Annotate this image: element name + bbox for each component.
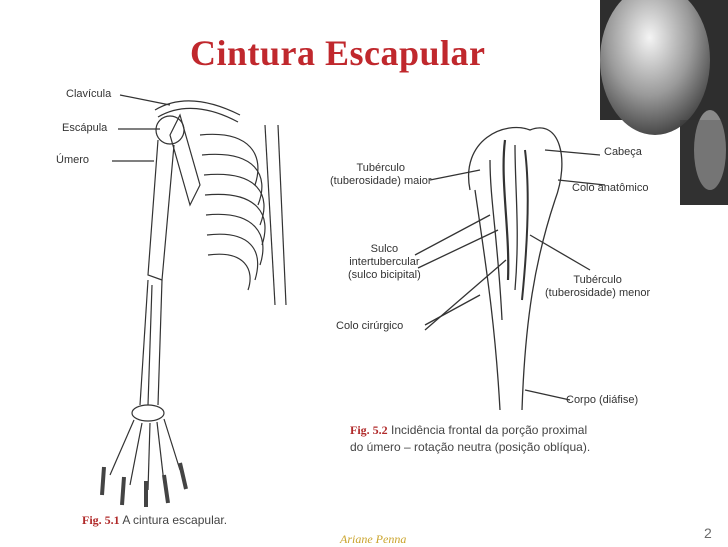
label-umero: Úmero bbox=[56, 154, 90, 166]
figure-5-2-caption: Fig. 5.2 Incidência frontal da porção pr… bbox=[350, 422, 590, 456]
label-tuberculo-maior: Tubérculo (tuberosidade) maior bbox=[330, 162, 432, 188]
figure-5-1-caption-text: A cintura escapular. bbox=[122, 513, 228, 527]
figure-5-2-caption-line2: do úmero – rotação neutra (posição oblíq… bbox=[350, 440, 591, 454]
label-sulco-line1: Sulco bbox=[370, 243, 399, 255]
label-escapula: Escápula bbox=[62, 122, 108, 134]
figure-5-2-humerus-drawing bbox=[414, 126, 606, 411]
label-tuberculo-menor: Tubérculo (tuberosidade) menor bbox=[545, 274, 650, 300]
page-number: 2 bbox=[704, 525, 712, 541]
figure-5-1-number: Fig. 5.1 bbox=[82, 513, 120, 527]
label-corpo-diafise: Corpo (diáfise) bbox=[566, 394, 639, 406]
figure-5-2-caption-line1: Incidência frontal da porção proximal bbox=[391, 423, 588, 437]
figure-5-2-number: Fig. 5.2 bbox=[350, 423, 388, 437]
xray-image bbox=[600, 0, 728, 205]
footer-author: Ariane Penna bbox=[340, 532, 407, 546]
label-cabeca: Cabeça bbox=[604, 146, 642, 158]
label-sulco-intertubercular: Sulco intertubercular (sulco bicipital) bbox=[348, 243, 421, 282]
label-tuberculo-maior-line1: Tubérculo bbox=[356, 162, 405, 174]
label-sulco-line2: intertubercular bbox=[349, 256, 420, 268]
slide-title: Cintura Escapular bbox=[190, 33, 486, 73]
label-colo-cirurgico: Colo cirúrgico bbox=[336, 320, 404, 332]
label-sulco-line3: (sulco bicipital) bbox=[348, 269, 421, 281]
figure-5-1-caption: Fig. 5.1 A cintura escapular. bbox=[82, 512, 227, 529]
label-tuberculo-maior-line2: (tuberosidade) maior bbox=[330, 175, 432, 187]
label-tuberculo-menor-line2: (tuberosidade) menor bbox=[545, 287, 651, 299]
label-tuberculo-menor-line1: Tubérculo bbox=[573, 274, 622, 286]
figure-5-1-skeleton-drawing bbox=[100, 94, 287, 507]
label-colo-anatomico: Colo anatômico bbox=[572, 182, 649, 194]
label-clavicula: Clavícula bbox=[66, 88, 112, 100]
